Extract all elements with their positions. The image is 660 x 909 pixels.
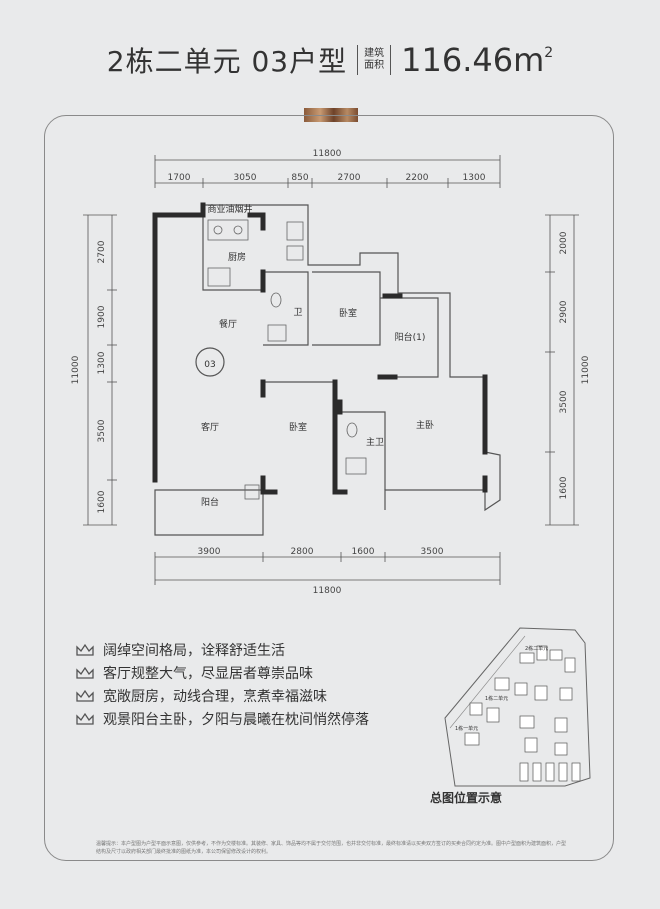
thick-walls (152, 202, 488, 495)
room-bedroom-top: 卧室 (339, 307, 357, 319)
feature-text: 客厅规整大气，尽显居者尊崇品味 (103, 665, 313, 682)
room-master-bath: 主卫 (366, 436, 384, 448)
right-dim-3: 3500 (559, 390, 569, 413)
content-frame (44, 115, 614, 861)
crown-icon (76, 689, 94, 702)
crown-icon (76, 666, 94, 679)
fixtures (207, 219, 367, 500)
feature-item: 阔绰空间格局，诠释舒适生活 (75, 638, 415, 661)
feature-item: 客厅规整大气，尽显居者尊崇品味 (75, 661, 415, 684)
crown-icon (76, 643, 94, 656)
left-dim-3: 1300 (97, 351, 107, 374)
feature-text: 宽敞厨房，动线合理，烹煮幸福滋味 (103, 688, 327, 705)
area-tag-line2: 面积 (364, 60, 385, 71)
top-dim-2: 3050 (234, 173, 257, 183)
bottom-dim-3: 1600 (352, 547, 375, 557)
crown-icon (76, 712, 94, 725)
area-value: 116.46m2 (401, 41, 554, 79)
left-dim-5: 1600 (97, 490, 107, 513)
room-dining: 餐厅 (219, 318, 237, 330)
room-bath: 卫 (293, 308, 302, 318)
area-unit-sup: 2 (544, 45, 554, 61)
top-dim-1: 1700 (168, 173, 191, 183)
page-header: 2栋二单元 03户型 建筑 面积 116.46m2 (0, 30, 660, 90)
feature-item: 观景阳台主卧，夕阳与晨曦在枕间悄然停落 (75, 707, 415, 730)
room-balcony: 阳台 (201, 496, 219, 508)
bottom-total-dim: 11800 (313, 586, 342, 596)
room-bedroom-mid: 卧室 (289, 421, 307, 433)
right-total-dim: 11000 (581, 355, 591, 384)
room-kitchen: 厨房 (228, 251, 246, 263)
bottom-dim-4: 3500 (421, 547, 444, 557)
room-living: 客厅 (201, 421, 219, 433)
area-tag-line1: 建筑 (364, 48, 385, 59)
left-total-dim: 11000 (71, 355, 81, 384)
site-plan-title: 总图位置示意 (430, 791, 503, 805)
right-dim-1: 2000 (559, 231, 569, 254)
feature-item: 宽敞厨房，动线合理，烹煮幸福滋味 (75, 684, 415, 707)
top-dim-6: 1300 (463, 173, 486, 183)
top-dim-4: 2700 (338, 173, 361, 183)
right-dim-2: 2900 (559, 300, 569, 323)
top-dim-5: 2200 (406, 173, 429, 183)
thin-walls (154, 204, 501, 536)
site-plan-map: 2栋二单元 1栋二单元 1栋一单元 (444, 627, 591, 787)
top-total-dim: 11800 (313, 149, 342, 159)
unit-title: 2栋二单元 03户型 (106, 45, 348, 78)
site-label-1b: 1栋一单元 (455, 725, 478, 732)
left-dim-4: 3500 (97, 419, 107, 442)
feature-text: 阔绰空间格局，诠释舒适生活 (103, 642, 285, 659)
bottom-dim-1: 3900 (198, 547, 221, 557)
unit-badge: 03 (204, 360, 215, 370)
room-shaft: 商业油烟井 (207, 203, 252, 215)
unit-badge-group (195, 347, 225, 377)
feature-text: 观景阳台主卧，夕阳与晨曦在枕间悄然停落 (103, 711, 369, 728)
left-dim-1: 2700 (97, 240, 107, 263)
dimension-lines (83, 155, 579, 585)
top-dim-3: 850 (291, 173, 308, 183)
right-dim-4: 1600 (559, 476, 569, 499)
left-dim-2: 1900 (97, 305, 107, 328)
site-label-2: 2栋二单元 (525, 645, 548, 652)
room-master: 主卧 (416, 419, 434, 431)
footnote: 温馨提示：本户型图为户型平面示意图，仅供参考，不作为交楼标准。其装修、家具、饰品… (96, 841, 567, 855)
site-label-1: 1栋二单元 (485, 695, 508, 702)
area-tag: 建筑 面积 (357, 45, 392, 75)
feature-list: 阔绰空间格局，诠释舒适生活 客厅规整大气，尽显居者尊崇品味 宽敞厨房，动线合理，… (75, 638, 415, 730)
bottom-dim-2: 2800 (291, 547, 314, 557)
room-balcony-1: 阳台(1) (395, 331, 426, 343)
